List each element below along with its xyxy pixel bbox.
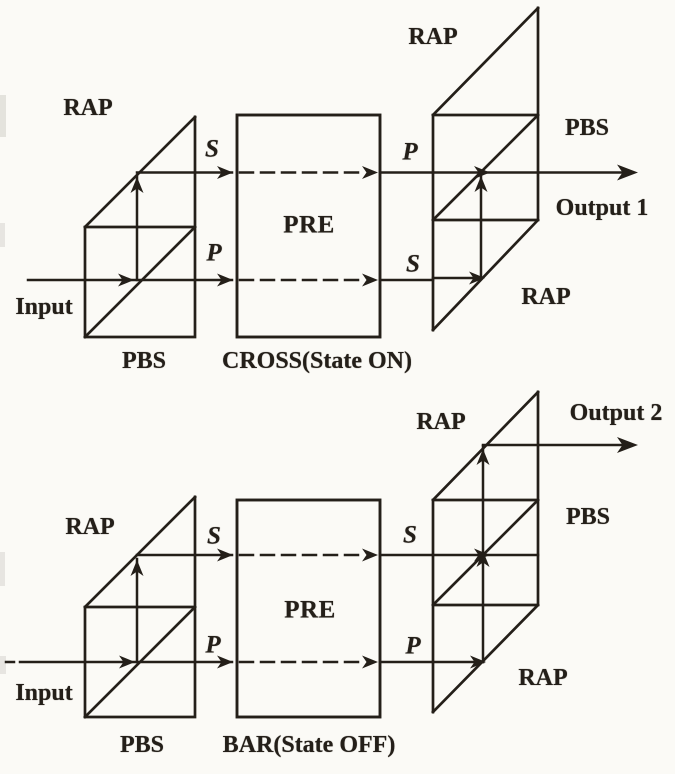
beam-arrowheads	[118, 164, 638, 287]
pbs-rap-right-top	[431, 6, 540, 332]
pre-label-top: PRE	[283, 211, 335, 239]
rap-bottom-right-label-bottom: RAP	[518, 665, 568, 691]
output2-arrow	[617, 437, 638, 453]
rap-top-right-label-top: RAP	[408, 24, 458, 50]
cross-diagram-lines	[26, 6, 638, 339]
pbs-diagonal	[431, 113, 540, 222]
rap-bottom-hypotenuse	[431, 603, 540, 714]
pre-label-bottom: PRE	[284, 596, 336, 624]
input-label-top: Input	[15, 294, 73, 320]
beams-right-top	[431, 171, 628, 280]
beams-mid-top	[378, 171, 435, 282]
cross-caption: CROSS(State ON)	[222, 348, 412, 374]
rap-left-label-bottom: RAP	[65, 514, 115, 540]
rap-hypotenuse	[83, 495, 197, 609]
output1-arrow	[617, 164, 638, 181]
rap-left-label-top: RAP	[63, 95, 113, 121]
s-polarization-label: S	[207, 522, 221, 550]
p-polarization-label: P	[205, 631, 221, 659]
output2-label: Output 2	[569, 400, 663, 426]
input-label-bottom: Input	[15, 680, 73, 706]
s-polarization-label: S	[406, 250, 420, 278]
bar-diagram-lines	[4, 390, 638, 719]
p-polarization-label: P	[402, 138, 418, 166]
pbs-left-label-top: PBS	[121, 348, 167, 374]
scan-noise	[0, 95, 6, 674]
pbs-right-label-bottom: PBS	[565, 504, 611, 530]
output1-label: Output 1	[555, 195, 649, 221]
pbs-diagonal	[83, 225, 197, 339]
s-polarization-label: S	[403, 521, 417, 549]
rap-bottom-right-label-top: RAP	[521, 284, 571, 310]
rap-top-right-label-bottom: RAP	[416, 409, 466, 435]
pbs-right-label-top: PBS	[564, 115, 610, 141]
s-polarization-label: S	[205, 135, 219, 163]
pbs-left-label-bottom: PBS	[119, 732, 165, 758]
beam-arrowheads	[119, 437, 638, 669]
pre-dashed-beams	[238, 553, 368, 664]
beams-left-bottom	[4, 553, 234, 664]
p-polarization-label: P	[206, 239, 222, 267]
beams-mid-bottom	[378, 553, 435, 664]
rap-bottom-hypotenuse	[431, 218, 540, 332]
p-polarization-label: P	[405, 632, 421, 660]
pbs-diagonal	[431, 498, 540, 607]
pre-box	[235, 113, 382, 339]
pbs-rap-left-top	[83, 115, 197, 339]
bar-caption: BAR(State OFF)	[222, 732, 396, 758]
pre-dashed-beams	[238, 171, 368, 282]
rap-top-hypotenuse	[431, 6, 540, 117]
pre-box	[235, 498, 382, 719]
beams-right-bottom	[431, 443, 628, 664]
pbs-rap-right-bottom	[431, 390, 540, 714]
